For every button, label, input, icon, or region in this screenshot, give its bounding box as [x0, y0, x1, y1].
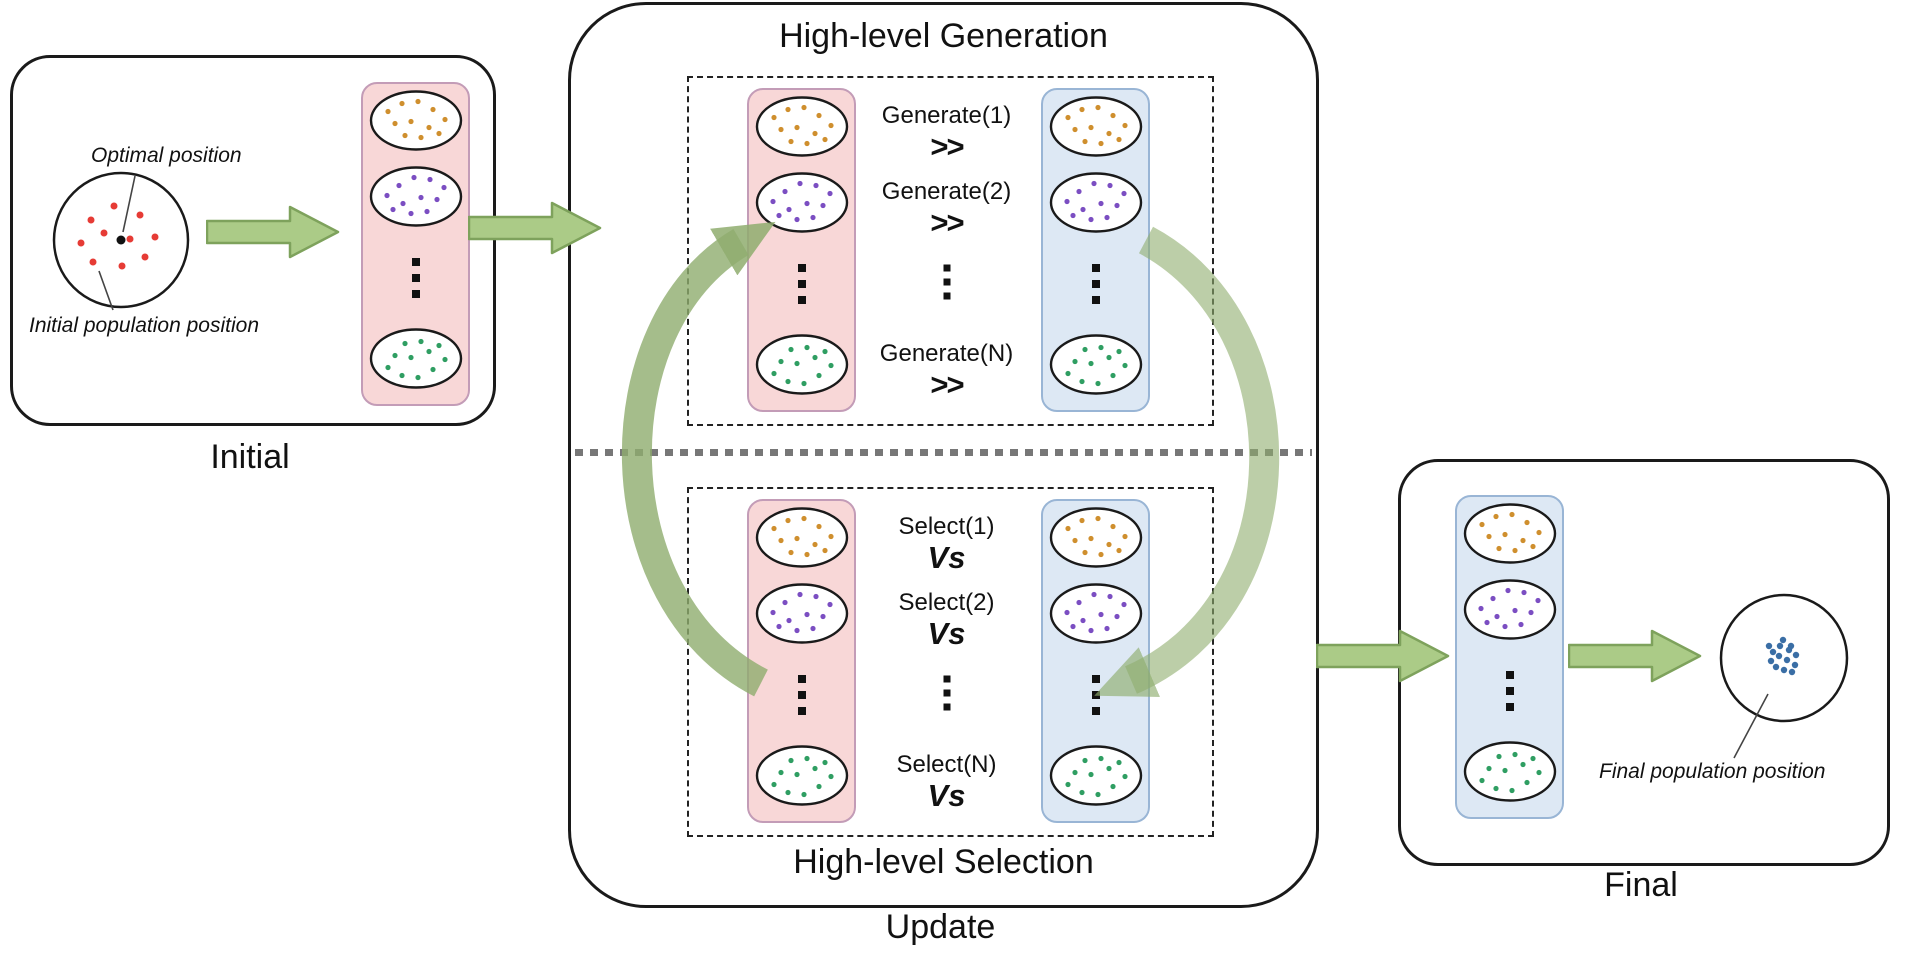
- selection-op-row: Select(1)Vs: [852, 513, 1041, 575]
- initial-dot-cluster: [77, 202, 159, 270]
- population-slot: [754, 506, 850, 575]
- operation-symbol: Vs: [927, 616, 966, 651]
- generation-dashed-box: Generate(1)>>Generate(2)>>Generate(N)>>: [687, 76, 1214, 426]
- vertical-ellipsis: [411, 258, 420, 298]
- initial-population-label: Initial population position: [29, 314, 259, 337]
- selection-parent-column: [747, 499, 856, 823]
- population-ellipse: [1049, 507, 1142, 568]
- population-slot: [1505, 671, 1514, 711]
- vertical-ellipsis: [943, 675, 950, 711]
- population-ellipse: [755, 334, 848, 395]
- population-ellipse: [755, 583, 848, 644]
- vertical-ellipsis: [1091, 675, 1100, 715]
- selection-offspring-column: [1041, 499, 1150, 823]
- flow-arrow-column-to-circle: [1568, 629, 1702, 683]
- population-slot: [797, 264, 806, 304]
- flow-arrow-circle-to-column: [206, 205, 340, 259]
- generation-op-row: Generate(1)>>: [852, 102, 1041, 164]
- update-caption: Update: [885, 908, 996, 946]
- initial-caption: Initial: [210, 438, 290, 476]
- vertical-ellipsis: [1091, 264, 1100, 304]
- operation-label: Generate(1): [881, 102, 1012, 129]
- generation-parent-column: [747, 88, 856, 412]
- population-slot: [754, 582, 850, 651]
- operation-label: Select(N): [896, 751, 997, 778]
- operation-label: Generate(2): [881, 178, 1012, 205]
- update-box: High-level Generation Generate(1)>>Gener…: [568, 2, 1319, 908]
- initial-panel: Optimal position Initial population posi…: [10, 55, 496, 426]
- optimal-position-label: Optimal position: [91, 144, 242, 167]
- selection-op-row: Select(N)Vs: [852, 751, 1041, 813]
- population-ellipse: [369, 90, 462, 151]
- population-ellipse: [369, 166, 462, 227]
- population-ellipse: [1463, 579, 1556, 640]
- population-ellipse: [755, 96, 848, 157]
- operation-symbol: >>: [930, 205, 964, 240]
- population-slot: [1048, 95, 1144, 164]
- population-slot: [797, 675, 806, 715]
- population-ellipse: [755, 745, 848, 806]
- operation-label: Select(1): [898, 513, 995, 540]
- population-ellipse: [1049, 745, 1142, 806]
- population-ellipse: [1463, 503, 1556, 564]
- flow-arrow-update-to-final: [1316, 629, 1450, 683]
- population-slot: [368, 327, 464, 396]
- population-slot: [1462, 578, 1558, 647]
- population-slot: [1091, 264, 1100, 304]
- final-dot-cluster: [1765, 636, 1800, 676]
- generation-op-row: Generate(2)>>: [852, 178, 1041, 240]
- generation-op-row: Generate(N)>>: [852, 340, 1041, 402]
- population-ellipse: [369, 328, 462, 389]
- population-slot: [1462, 740, 1558, 809]
- population-slot: [1048, 171, 1144, 240]
- population-slot: [1462, 502, 1558, 571]
- operation-symbol: Vs: [927, 540, 966, 575]
- initial-population-column: [361, 82, 470, 406]
- operation-symbol: Vs: [927, 778, 966, 813]
- population-ellipse: [755, 507, 848, 568]
- vertical-ellipsis: [1505, 671, 1514, 711]
- vertical-ellipsis: [797, 675, 806, 715]
- population-slot: [368, 89, 464, 158]
- population-slot: [1048, 333, 1144, 402]
- population-ellipse: [1049, 172, 1142, 233]
- final-caption: Final: [1604, 866, 1678, 904]
- operation-symbol: >>: [930, 367, 964, 402]
- selection-op-row: Select(2)Vs: [852, 589, 1041, 651]
- population-slot: [1091, 675, 1100, 715]
- final-panel: Final population position: [1398, 459, 1890, 866]
- generation-selection-divider: [575, 449, 1312, 456]
- population-slot: [754, 333, 850, 402]
- population-slot: [1048, 582, 1144, 651]
- population-slot: [754, 95, 850, 164]
- population-slot: [1048, 744, 1144, 813]
- final-population-circle: [1719, 593, 1849, 759]
- population-slot: [368, 165, 464, 234]
- generation-title: High-level Generation: [779, 17, 1108, 55]
- population-slot: [411, 258, 420, 298]
- population-ellipse: [1463, 741, 1556, 802]
- population-slot: [754, 744, 850, 813]
- population-slot: [754, 171, 850, 240]
- population-ellipse: [755, 172, 848, 233]
- initial-population-circle: [52, 171, 190, 311]
- operation-label: Select(2): [898, 589, 995, 616]
- selection-title: High-level Selection: [793, 843, 1094, 881]
- generation-offspring-column: [1041, 88, 1150, 412]
- generation-operations: Generate(1)>>Generate(2)>>Generate(N)>>: [852, 88, 1041, 418]
- operation-label: Generate(N): [879, 340, 1014, 367]
- final-population-label: Final population position: [1599, 760, 1826, 783]
- population-ellipse: [1049, 96, 1142, 157]
- population-ellipse: [1049, 583, 1142, 644]
- population-ellipse: [1049, 334, 1142, 395]
- flow-arrow-initial-to-update: [468, 201, 602, 255]
- operation-symbol: >>: [930, 129, 964, 164]
- population-slot: [1048, 506, 1144, 575]
- final-population-column: [1455, 495, 1564, 819]
- vertical-ellipsis: [797, 264, 806, 304]
- vertical-ellipsis: [943, 264, 950, 300]
